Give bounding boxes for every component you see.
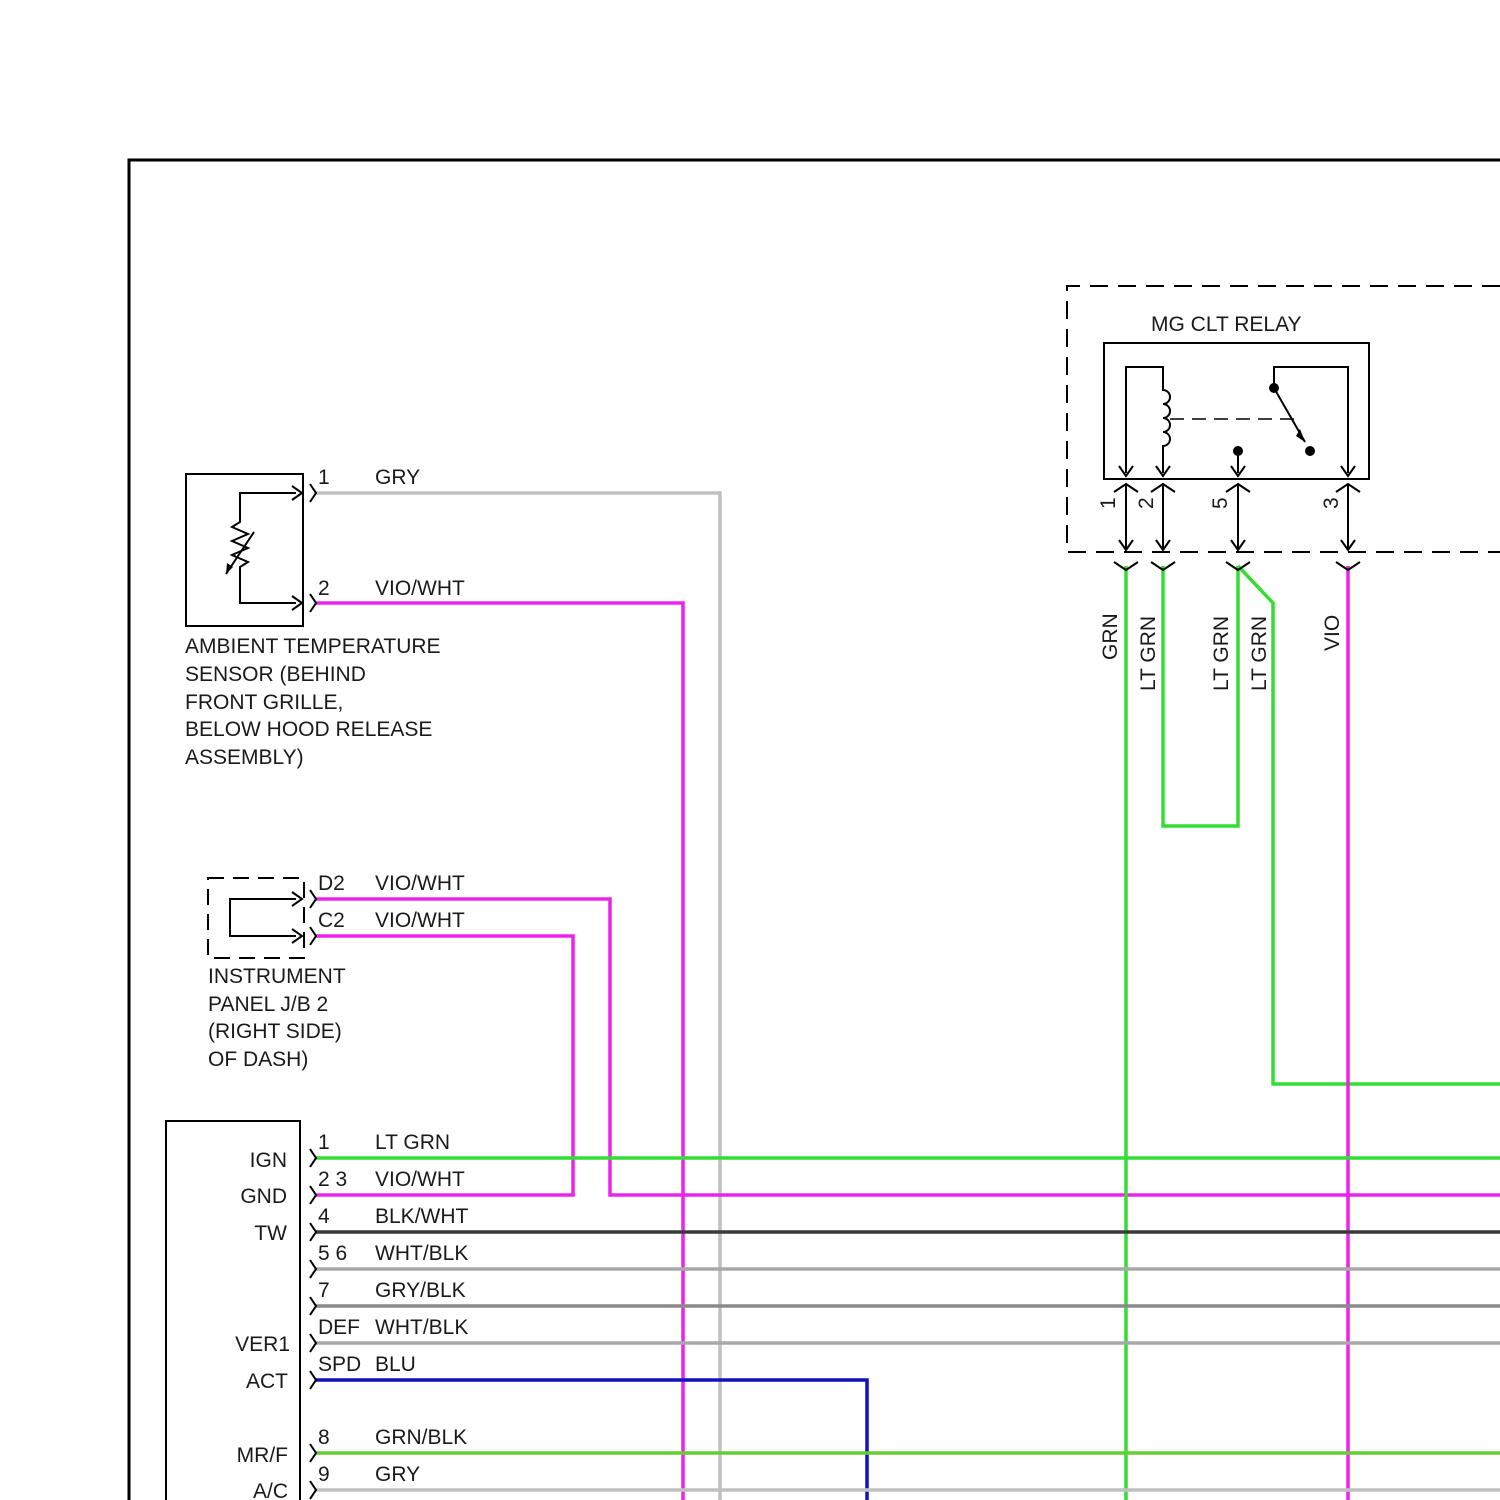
module-wire-def: WHT/BLK [375,1316,468,1339]
relay-wire-label-lt-grn-2: LT GRN [1137,616,1160,691]
jb2-caption-line-3: (RIGHT SIDE) [208,1020,342,1043]
jb2-internal-link [230,899,296,936]
relay-pin-5: 5 [1209,497,1232,509]
module-pin-spd: SPD [318,1353,361,1376]
jb2-pin-d2: D2 [318,872,345,895]
ambient-caption-line-5: ASSEMBLY) [185,746,304,769]
module-wire-9: GRY [375,1463,420,1486]
relay-title: MG CLT RELAY [1151,313,1302,336]
module-wire-4: BLK/WHT [375,1205,469,1228]
module-label-gnd: GND [240,1185,287,1208]
relay-wire-label-vio: VIO [1321,615,1344,651]
wire-relay-2-lt-grn [1163,566,1238,826]
module-label-ign: IGN [250,1149,287,1172]
wire-d2-vio-wht [316,899,1500,1195]
module-pin-2-3: 2 3 [318,1168,347,1191]
relay-pin-3: 3 [1320,497,1343,509]
jb2-wire-c2: VIO/WHT [375,909,465,932]
relay-wire-label-lt-grn-5: LT GRN [1210,616,1233,691]
wire-c2-vio-wht [316,936,573,1195]
diagram-frame [129,160,1500,1500]
ambient-wire-1: GRY [375,466,420,489]
ambient-pin-1: 1 [318,466,330,489]
module-wire-8: GRN/BLK [375,1426,467,1449]
mg-clt-relay: MG CLT RELAY 1 2 5 3 GRN LT GRN LT GRN [1067,286,1500,691]
ambient-caption-line-3: FRONT GRILLE, [185,691,343,714]
module-label-mrf: MR/F [237,1444,288,1467]
module-wire-7: GRY/BLK [375,1279,466,1302]
control-module: IGN GND TW VER1 ACT MR/F A/C 1 LT GRN 2 … [166,1121,469,1500]
jb2-caption-line-4: OF DASH) [208,1048,308,1071]
ambient-temperature-sensor: 1 GRY 2 VIO/WHT AMBIENT TEMPERATURE SENS… [185,466,465,769]
module-label-ver1: VER1 [235,1333,290,1356]
module-label-tw: TW [254,1222,287,1245]
wire-relay-5-lt-grn [1238,566,1500,1084]
module-label-ac: A/C [253,1480,288,1500]
jb2-caption-line-1: INSTRUMENT [208,965,346,988]
relay-wire-label-lt-grn-5b: LT GRN [1248,616,1271,691]
module-pin-9: 9 [318,1463,330,1486]
jb2-wire-d2: VIO/WHT [375,872,465,895]
relay-box [1104,343,1369,479]
thermistor-icon [232,493,296,603]
relay-contact-nc [1305,446,1315,456]
instrument-panel-jb2: D2 VIO/WHT C2 VIO/WHT INSTRUMENT PANEL J… [208,872,465,1071]
ambient-wire-2: VIO/WHT [375,577,465,600]
ambient-pin-2: 2 [318,577,330,600]
jb2-caption-line-2: PANEL J/B 2 [208,993,328,1016]
module-wire-2-3: VIO/WHT [375,1168,465,1191]
ambient-caption-line-1: AMBIENT TEMPERATURE [185,635,441,658]
relay-coil-icon [1126,367,1170,473]
jb2-dashed-box [208,878,304,958]
relay-switch-icon [1274,367,1348,473]
relay-pin-1: 1 [1097,497,1120,509]
module-wire-1: LT GRN [375,1131,450,1154]
relay-wire-label-grn: GRN [1099,613,1122,660]
ambient-caption-line-4: BELOW HOOD RELEASE [185,718,432,741]
module-wire-spd: BLU [375,1353,416,1376]
relay-pin-2: 2 [1135,497,1158,509]
module-wire-5-6: WHT/BLK [375,1242,468,1265]
jb2-pin-c2: C2 [318,909,345,932]
module-pin-7: 7 [318,1279,330,1302]
module-pin-8: 8 [318,1426,330,1449]
module-pin-def: DEF [318,1316,360,1339]
module-pin-1: 1 [318,1131,330,1154]
module-pin-5-6: 5 6 [318,1242,347,1265]
module-pin-4: 4 [318,1205,330,1228]
relay-pin-stubs [1114,484,1360,570]
relay-switch-arrowhead [1296,429,1305,442]
ambient-caption-line-2: SENSOR (BEHIND [185,663,366,686]
module-connector-stubs [310,1149,316,1499]
module-label-act: ACT [246,1370,288,1393]
